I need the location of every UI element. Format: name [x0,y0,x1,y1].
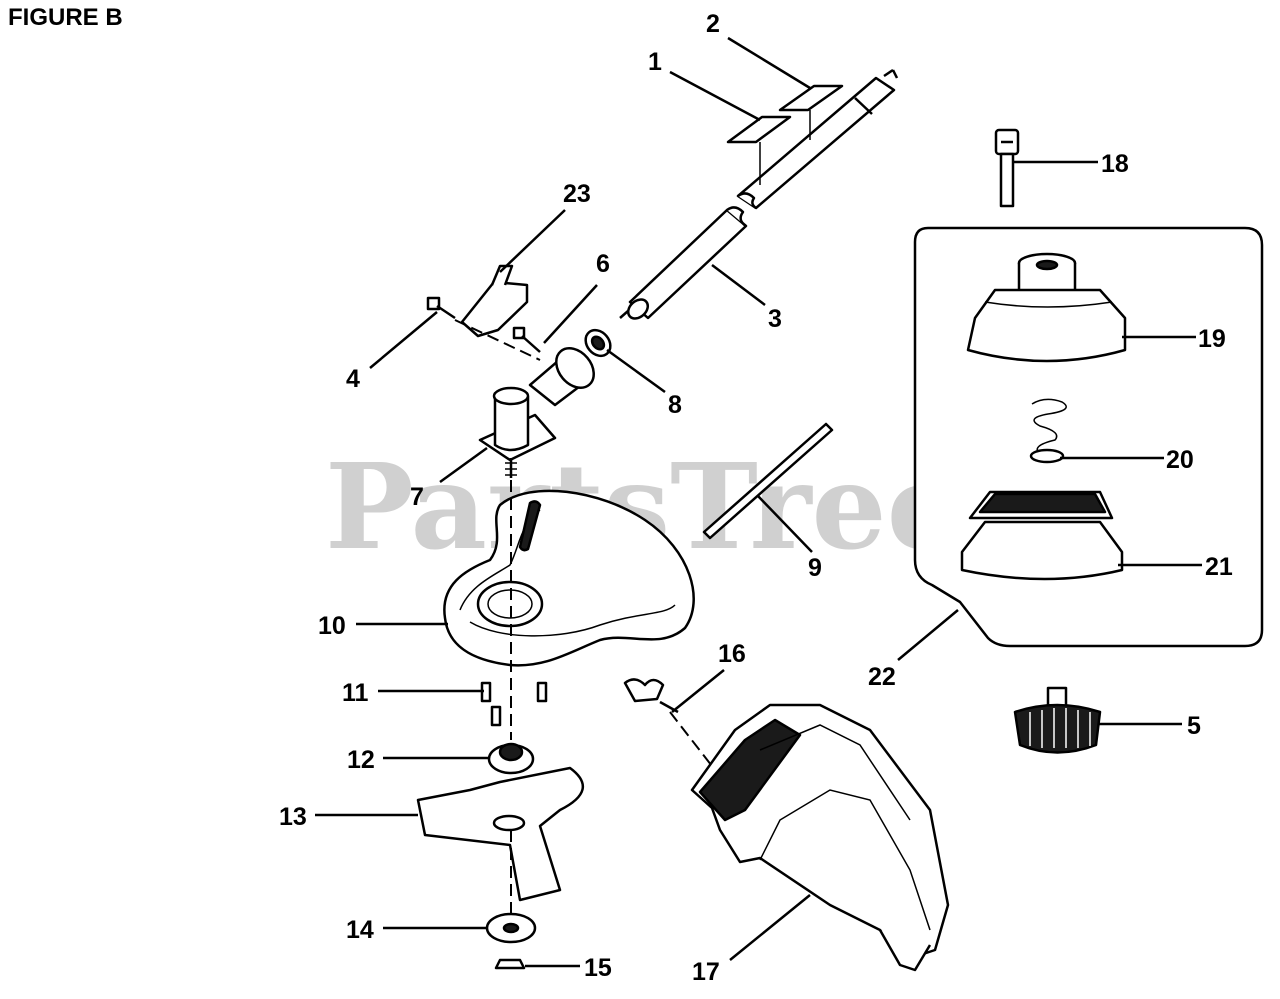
leader-23 [499,209,566,273]
bump-knob-5 [1013,686,1102,754]
leader-8 [606,348,666,394]
label-part-19: 19 [1198,325,1226,353]
wing-bolt-16 [623,678,679,714]
label-part-4: 4 [346,365,360,393]
leader-1 [669,70,761,122]
label-part-6: 6 [596,250,610,278]
spool-cap-19 [966,252,1127,363]
blade-13 [416,766,585,902]
adapter-12 [487,742,535,775]
leader-6 [543,284,598,344]
screw-4 [426,296,456,320]
rod-9 [702,422,834,540]
label-part-11: 11 [342,679,369,707]
label-part-17: 17 [692,958,720,986]
lower-shaft [619,192,757,320]
handle-clamp-23 [460,264,529,338]
decal-1 [726,115,792,185]
label-part-10: 10 [318,612,346,640]
label-part-13: 13 [279,803,307,831]
screw-6 [512,326,541,353]
shield-17 [690,703,950,972]
leader-9 [757,495,813,553]
label-part-1: 1 [648,48,662,76]
decal-2 [778,84,844,140]
spool-21 [960,490,1124,581]
spring-20 [1029,398,1067,464]
label-part-21: 21 [1205,553,1233,581]
bushing-8 [584,328,612,358]
label-part-22: 22 [868,663,896,691]
gear-head-assembly [478,347,595,478]
label-part-8: 8 [668,391,682,419]
leader-3 [711,264,766,306]
washer-14 [485,912,537,944]
label-part-23: 23 [563,180,591,208]
label-part-14: 14 [346,916,374,944]
leader-2 [727,36,811,90]
label-part-16: 16 [718,640,746,668]
figure-title: FIGURE B [8,4,123,31]
nut-15 [494,958,526,970]
label-part-15: 15 [584,954,612,982]
label-part-2: 2 [706,10,720,38]
label-part-5: 5 [1187,712,1201,740]
screws-11 [480,681,548,727]
label-part-18: 18 [1101,150,1129,178]
leader-16 [671,669,725,713]
label-part-3: 3 [768,305,782,333]
label-part-7: 7 [410,483,424,511]
leader-17 [729,894,811,961]
leader-4 [369,311,438,369]
label-part-9: 9 [808,554,822,582]
label-part-20: 20 [1166,446,1194,474]
bolt-18 [994,128,1020,208]
leader-7 [439,446,488,484]
label-part-12: 12 [347,746,375,774]
leader-22 [897,609,959,661]
